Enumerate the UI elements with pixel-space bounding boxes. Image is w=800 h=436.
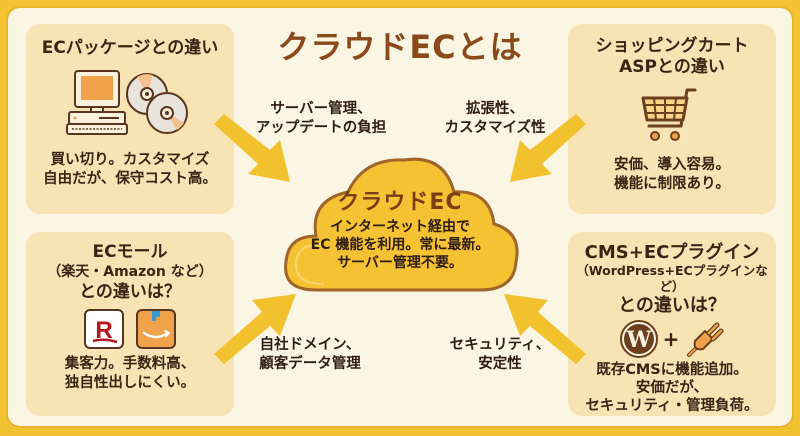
arrow-bottom-left-icon — [214, 294, 296, 364]
arrow-top-left-icon — [214, 114, 290, 182]
title-line: ショッピングカート — [595, 36, 749, 56]
card-description: 買い切り。カスタマイズ 自由だが、保守コスト高。 — [26, 151, 234, 189]
description-line: インターネット経由で — [330, 219, 470, 235]
label-line: セキュリティ、 — [449, 337, 551, 353]
card-description: 安価、導入容易。 機能に制限あり。 — [568, 156, 776, 194]
label-line: カスタマイズ性 — [444, 120, 546, 136]
arrow-top-right-icon — [510, 114, 586, 182]
description-line: 既存CMSに機能追加。 — [596, 362, 748, 378]
card-title: ECモール — [92, 242, 168, 262]
label-line: 安定性 — [478, 356, 522, 372]
mall-logos: R — [26, 309, 234, 349]
wordpress-logo-icon: W — [619, 320, 658, 358]
card-cms-ec-plugin: CMS+ECプラグイン （WordPress+ECプラグインなど） との違いは？… — [568, 232, 776, 416]
cloud-title: クラウドEC — [337, 190, 463, 215]
cms-logos: W + — [568, 319, 776, 359]
card-subtitle: （楽天・Amazon など） — [47, 264, 213, 280]
card-ec-package: ECパッケージとの違い 買い切り。カスタマイズ 自由だが、保守コスト高。 — [26, 24, 234, 214]
plug-icon — [687, 322, 724, 357]
arrow-label-bottom-right: セキュリティ、 安定性 — [440, 336, 560, 374]
card-title-suffix: との違いは？ — [79, 282, 181, 302]
card-title: ECパッケージとの違い — [41, 38, 219, 58]
card-description: 集客力。手数料高、 独自性出しにくい。 — [26, 355, 234, 393]
svg-text:R: R — [95, 317, 112, 344]
description-line: 安価だが、 — [635, 380, 709, 396]
computer-and-discs-icon — [26, 69, 234, 139]
card-subtitle: （WordPress+ECプラグインなど） — [576, 263, 768, 294]
description-line: 独自性出しにくい。 — [64, 375, 196, 391]
arrow-label-bottom-left: 自社ドメイン、 顧客データ管理 — [245, 336, 375, 374]
card-title: ショッピングカート ASPとの違い — [568, 36, 776, 78]
arrow-label-top-left: サーバー管理、 アップデートの負担 — [246, 100, 396, 138]
description-line: 集客力。手数料高、 — [64, 356, 196, 372]
description-line: EC 機能を利用。常に最新。 — [310, 237, 490, 253]
shopping-cart-icon — [568, 86, 776, 146]
rakuten-logo-icon: R — [84, 309, 124, 349]
description-line: 機能に制限あり。 — [614, 176, 730, 192]
card-title: CMS+ECプラグイン — [584, 242, 760, 263]
amazon-box-icon — [136, 309, 176, 349]
description-line: 安価、導入容易。 — [614, 157, 730, 173]
arrow-bottom-right-icon — [504, 294, 586, 364]
description-line: 自由だが、保守コスト高。 — [43, 171, 217, 187]
page-title: クラウドECとは — [277, 28, 523, 66]
plus-sign: + — [662, 327, 680, 351]
label-line: 顧客データ管理 — [259, 356, 361, 372]
title-line: ASPとの違い — [619, 57, 725, 77]
cloud-shape — [284, 157, 519, 292]
description-line: 買い切り。カスタマイズ — [50, 152, 210, 168]
label-line: サーバー管理、 — [270, 101, 372, 117]
cloud-description: インターネット経由で EC 機能を利用。常に最新。 サーバー管理不要。 — [276, 218, 524, 272]
card-description: 既存CMSに機能追加。 安価だが、 セキュリティ・管理負荷。 — [568, 361, 776, 415]
label-line: アップデートの負担 — [255, 120, 387, 136]
card-ec-mall: ECモール （楽天・Amazon など） との違いは？ R 集客力。手数料高、 … — [26, 232, 234, 416]
cloud-content: クラウドEC インターネット経由で EC 機能を利用。常に最新。 サーバー管理不… — [276, 190, 524, 272]
arrow-label-top-right: 拡張性、 カスタマイズ性 — [430, 100, 560, 138]
label-line: 拡張性、 — [466, 101, 524, 117]
card-title-suffix: との違いは？ — [618, 295, 726, 316]
svg-text:W: W — [625, 327, 651, 353]
description-line: サーバー管理不要。 — [337, 255, 463, 271]
description-line: セキュリティ・管理負荷。 — [585, 398, 759, 414]
card-shopping-cart-asp: ショッピングカート ASPとの違い 安価、導入容易。 機能に制限あり。 — [568, 24, 776, 214]
label-line: 自社ドメイン、 — [259, 337, 361, 353]
